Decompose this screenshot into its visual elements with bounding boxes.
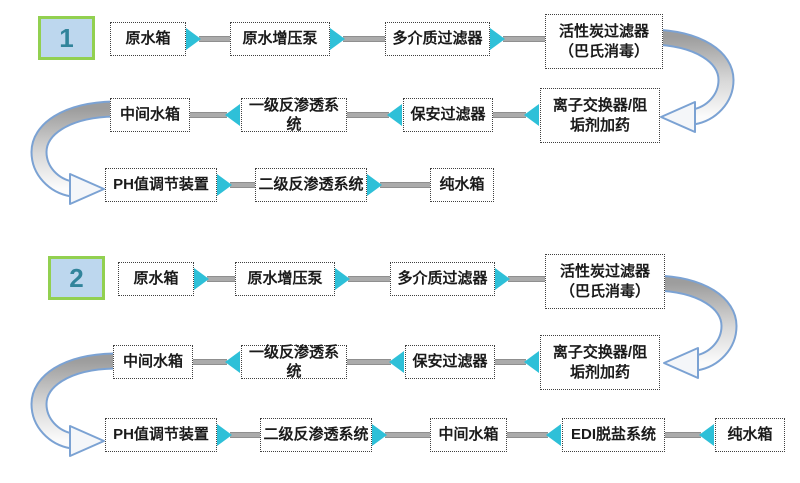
p1-box-security-filter: 保安过滤器 xyxy=(403,98,493,132)
process-number-badge-2: 2 xyxy=(48,256,105,300)
flow-line xyxy=(188,112,227,118)
p2-box-second-stage-ro-system: 二级反渗透系统 xyxy=(260,418,372,452)
flow-arrow-left-icon xyxy=(225,104,240,126)
p1-box-first-stage-ro-system: 一级反渗透系统 xyxy=(241,97,347,133)
p1-box-raw-water-booster-pump: 原水增压泵 xyxy=(230,22,330,56)
u-turn-arrow-icon xyxy=(30,100,115,205)
flow-arrow-right-icon xyxy=(367,174,382,196)
flow-line xyxy=(348,276,392,282)
flow-arrow-right-icon xyxy=(330,28,345,50)
flow-arrow-left-icon xyxy=(524,104,539,126)
p1-box-ph-adjustment-device: PH值调节装置 xyxy=(105,168,217,202)
p1-box-pure-water-tank: 纯水箱 xyxy=(430,168,494,202)
flow-line xyxy=(230,432,262,438)
p2-box-activated-carbon-filter: 活性炭过滤器 （巴氏消毒） xyxy=(545,254,665,309)
p1-box-multi-media-filter: 多介质过滤器 xyxy=(385,22,490,56)
flow-arrow-left-icon xyxy=(225,351,240,373)
flow-arrow-left-icon xyxy=(546,424,561,446)
flow-line xyxy=(207,276,237,282)
flow-arrow-right-icon xyxy=(217,174,232,196)
u-turn-arrow-icon xyxy=(653,274,738,379)
u-turn-arrow-icon xyxy=(30,352,115,457)
flow-line xyxy=(385,432,432,438)
p1-box-second-stage-ro-system: 二级反渗透系统 xyxy=(255,168,367,202)
flow-arrow-right-icon xyxy=(194,268,209,290)
flow-arrow-right-icon xyxy=(495,268,510,290)
flow-line xyxy=(199,36,232,42)
p2-box-intermediate-tank: 中间水箱 xyxy=(113,345,193,379)
flow-arrow-right-icon xyxy=(186,28,201,50)
flow-line xyxy=(493,359,526,365)
flow-arrow-right-icon xyxy=(490,28,505,50)
flow-arrow-left-icon xyxy=(524,351,539,373)
p2-box-pure-water-tank: 纯水箱 xyxy=(715,418,785,452)
flow-line xyxy=(503,36,547,42)
p2-box-intermediate-tank-2: 中间水箱 xyxy=(430,418,507,452)
flow-line xyxy=(343,36,387,42)
flow-arrow-left-icon xyxy=(387,104,402,126)
p1-box-intermediate-tank: 中间水箱 xyxy=(110,98,190,132)
p2-box-security-filter: 保安过滤器 xyxy=(405,345,495,379)
flow-arrow-right-icon xyxy=(217,424,232,446)
flow-line xyxy=(380,182,432,188)
flow-line xyxy=(345,359,391,365)
p2-box-first-stage-ro-system: 一级反渗透系统 xyxy=(241,344,347,380)
p2-box-edi-desalination-system: EDI脱盐系统 xyxy=(562,418,665,452)
p2-box-raw-water-booster-pump: 原水增压泵 xyxy=(235,262,335,296)
p2-box-ph-adjustment-device: PH值调节装置 xyxy=(105,418,217,452)
flow-line xyxy=(505,432,548,438)
process-number-badge-1: 1 xyxy=(38,16,95,60)
flow-arrow-left-icon xyxy=(699,424,714,446)
u-turn-arrow-icon xyxy=(650,28,735,133)
p2-box-ion-exchanger-antiscalant-dosing: 离子交换器/阻 垢剂加药 xyxy=(540,335,660,390)
flow-arrow-left-icon xyxy=(389,351,404,373)
p2-box-multi-media-filter: 多介质过滤器 xyxy=(390,262,495,296)
p2-box-raw-water-tank: 原水箱 xyxy=(118,262,194,296)
p1-box-ion-exchanger-antiscalant-dosing: 离子交换器/阻 垢剂加药 xyxy=(540,88,660,143)
flow-arrow-right-icon xyxy=(335,268,350,290)
flow-arrow-right-icon xyxy=(372,424,387,446)
flow-line xyxy=(491,112,526,118)
p1-box-activated-carbon-filter: 活性炭过滤器 （巴氏消毒） xyxy=(545,14,663,69)
flow-line xyxy=(508,276,547,282)
flow-line xyxy=(230,182,257,188)
flow-line xyxy=(663,432,701,438)
p1-box-raw-water-tank: 原水箱 xyxy=(110,22,186,56)
flow-line xyxy=(345,112,389,118)
flow-line xyxy=(191,359,227,365)
